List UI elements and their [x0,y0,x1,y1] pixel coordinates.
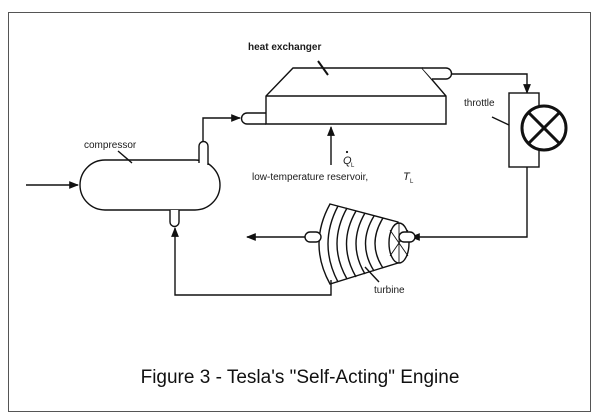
turbine-shaft-left [304,231,322,243]
label-throttle: throttle [464,98,495,109]
pipe-turbine-to-compressor [171,227,332,296]
compressor-pointer [117,150,133,164]
pipe-throttle-to-turbine [410,167,528,241]
throttle-pointer [491,116,510,126]
label-reservoir-symbol: T [403,171,411,183]
hx-inlet-nozzle [240,112,266,125]
label-heat-flow: Q [343,155,352,167]
label-reservoir: low-temperature reservoir, [252,172,368,183]
turbine-shaft-right [398,231,416,243]
turbine-rings [327,205,384,283]
label-compressor: compressor [84,140,137,151]
pipe-compressor-to-hx [202,114,241,141]
label-turbine: turbine [374,285,405,296]
pipe-hx-to-throttle [451,73,531,94]
figure-frame [8,12,591,412]
compressor-outlet-nozzle [198,140,209,165]
valve-cross-2 [527,111,561,145]
hx-pointer [317,60,329,76]
compressor-inlet-nozzle [169,210,180,228]
turbine [318,203,399,285]
label-heat-flow-subscript: L [351,163,355,169]
figure-caption: Figure 3 - Tesla's "Self-Acting" Engine [140,367,460,388]
label-heat-exchanger: heat exchanger [248,42,321,53]
label-reservoir-subscript: L [410,179,414,185]
compressor [79,159,221,211]
heat-flow-dot [345,150,349,154]
turbine-pointer [364,266,380,283]
